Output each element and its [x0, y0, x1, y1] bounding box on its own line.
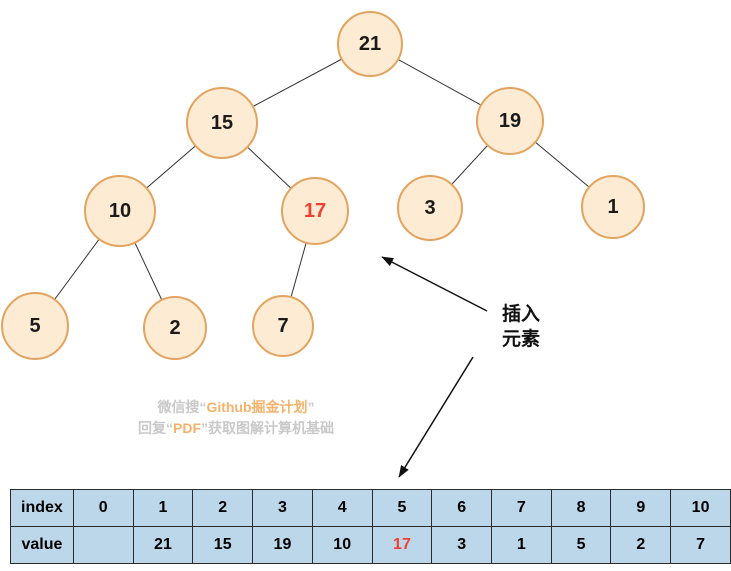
watermark: 微信搜“Github掘金计划” 回复“PDF”获取图解计算机基础: [98, 397, 374, 439]
watermark-highlight: PDF: [173, 420, 201, 436]
tree-node: 21: [337, 11, 403, 77]
index-cell: 4: [311, 489, 373, 527]
arrow-to-table-icon: [398, 356, 474, 478]
value-cell: 10: [311, 526, 373, 564]
annotation-arrows: [381, 256, 488, 478]
index-cell: 8: [550, 489, 612, 527]
tree-node: 3: [397, 175, 463, 241]
insert-annotation-line1: 插入: [501, 304, 540, 325]
insert-annotation: 插入 元素: [486, 302, 556, 352]
table-row-index: index 0 1 2 3 4 5 6 7 8 9 10: [10, 489, 731, 527]
value-row-header: value: [10, 526, 74, 564]
tree-node-value: 1: [607, 195, 619, 218]
watermark-line1: 微信搜“Github掘金计划”: [98, 397, 374, 418]
tree-node: 1: [581, 175, 645, 239]
table-row-value: value 21 15 19 10 17 3 1 5 2 7: [10, 526, 731, 564]
watermark-text: 回复“: [138, 420, 173, 436]
tree-node: 19: [476, 87, 544, 155]
tree-node: 5: [1, 292, 69, 360]
index-cell: 10: [670, 489, 731, 527]
value-cell-inserted: 17: [371, 526, 433, 564]
index-cell: 9: [610, 489, 672, 527]
index-cell: 7: [491, 489, 552, 527]
watermark-line2: 回复“PDF”获取图解计算机基础: [98, 418, 374, 439]
tree-node-value: 21: [358, 32, 382, 55]
index-cell: 6: [431, 489, 493, 527]
index-cell: 2: [192, 489, 254, 527]
value-cell: 19: [252, 526, 313, 564]
tree-node-value: 17: [303, 199, 327, 222]
value-cell: 5: [550, 526, 612, 564]
value-cell: [72, 526, 134, 564]
value-cell: 3: [431, 526, 493, 564]
index-cell: 1: [132, 489, 194, 527]
watermark-highlight: Github掘金计划: [206, 399, 308, 415]
watermark-text: ”获取图解计算机基础: [201, 420, 334, 436]
arrow-to-node-icon: [381, 256, 488, 312]
index-cell: 3: [252, 489, 313, 527]
value-cell: 1: [491, 526, 552, 564]
tree-node-value: 10: [108, 199, 132, 222]
index-cell: 0: [72, 489, 134, 527]
tree-node: 7: [252, 295, 314, 357]
tree-node-inserted: 17: [281, 177, 349, 245]
watermark-text: 微信搜“: [157, 399, 207, 415]
tree-node: 15: [186, 87, 258, 159]
tree-node: 10: [84, 175, 156, 247]
tree-node-value: 7: [277, 314, 289, 337]
tree-node-value: 5: [29, 314, 41, 337]
value-cell: 15: [192, 526, 254, 564]
watermark-text: ”: [307, 399, 315, 415]
index-cell: 5: [371, 489, 433, 527]
insert-annotation-line2: 元素: [501, 329, 540, 350]
tree-node: 2: [143, 296, 207, 360]
value-cell: 7: [670, 526, 731, 564]
value-cell: 21: [132, 526, 194, 564]
tree-node-value: 15: [210, 111, 234, 134]
value-cell: 2: [610, 526, 672, 564]
heap-array-table: index 0 1 2 3 4 5 6 7 8 9 10 value 21 15…: [10, 489, 731, 564]
tree-node-value: 2: [169, 316, 181, 339]
tree-node-value: 19: [498, 109, 522, 132]
index-row-header: index: [10, 489, 74, 527]
tree-node-value: 3: [424, 196, 436, 219]
